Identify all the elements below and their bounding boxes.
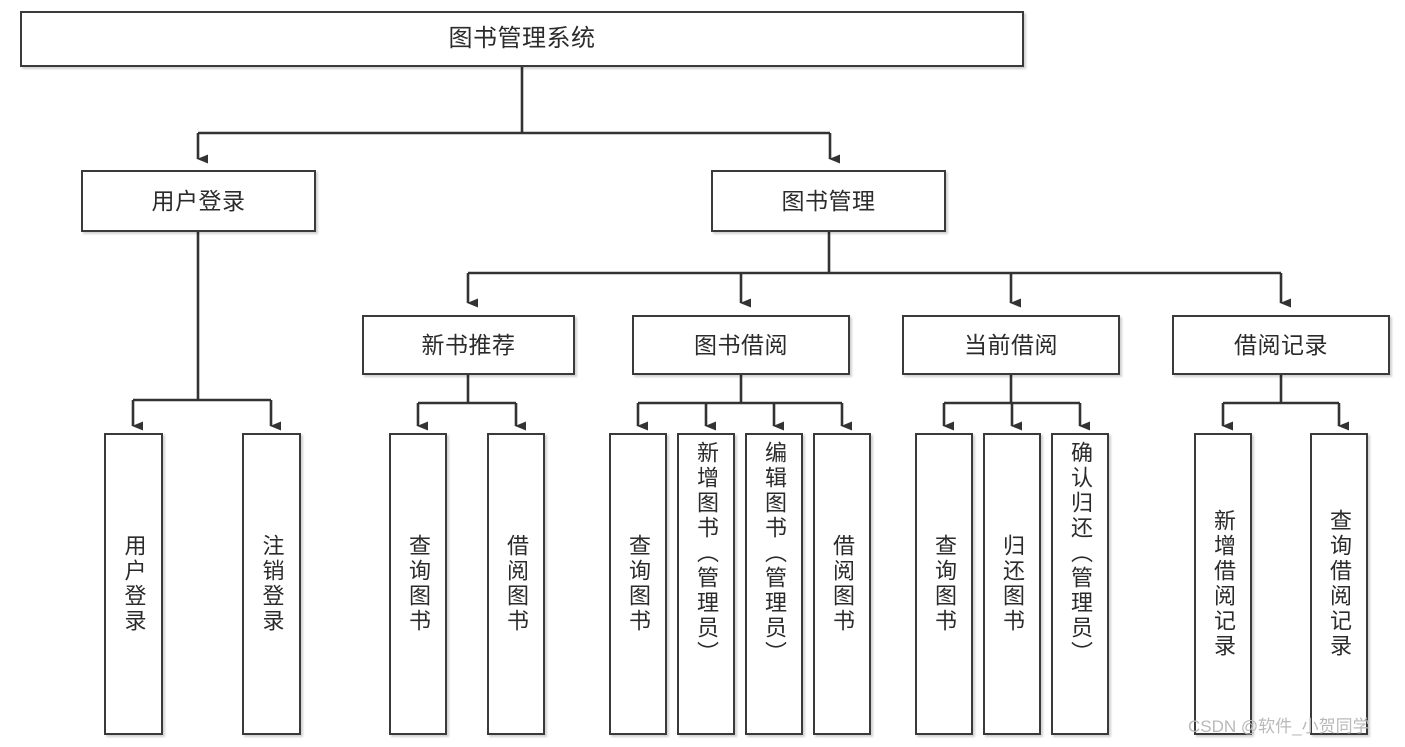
csdn-watermark: CSDN @软件_小贺同学 bbox=[1188, 717, 1370, 736]
node-label: 查询借阅记录 bbox=[1326, 509, 1352, 659]
node-leaf-query-borrow-record[interactable]: 查询借阅记录 bbox=[1310, 433, 1368, 735]
node-new-book-recommend[interactable]: 新书推荐 bbox=[362, 315, 575, 375]
node-leaf-borrow-book-recommend[interactable]: 借阅图书 bbox=[487, 433, 545, 735]
node-label: 新增图书（管理员） bbox=[693, 441, 719, 666]
node-leaf-user-login[interactable]: 用户登录 bbox=[104, 433, 163, 735]
node-leaf-edit-book-admin[interactable]: 编辑图书（管理员） bbox=[745, 433, 803, 735]
node-root-book-management-system[interactable]: 图书管理系统 bbox=[20, 11, 1024, 67]
node-label: 注销登录 bbox=[259, 534, 285, 634]
node-book-borrow[interactable]: 图书借阅 bbox=[632, 315, 850, 375]
node-label: 图书管理系统 bbox=[448, 25, 596, 52]
node-label: 编辑图书（管理员） bbox=[761, 441, 787, 666]
node-leaf-logout-login[interactable]: 注销登录 bbox=[242, 433, 301, 735]
node-label: 用户登录 bbox=[121, 534, 147, 634]
node-label: 图书管理 bbox=[781, 187, 876, 214]
node-label: 用户登录 bbox=[151, 187, 246, 214]
node-label: 查询图书 bbox=[625, 534, 651, 634]
node-label: 查询图书 bbox=[405, 534, 431, 634]
node-leaf-query-book-borrow[interactable]: 查询图书 bbox=[609, 433, 667, 735]
node-leaf-return-book[interactable]: 归还图书 bbox=[983, 433, 1041, 735]
node-label: 借阅图书 bbox=[829, 534, 855, 634]
node-label: 当前借阅 bbox=[964, 331, 1058, 358]
node-label: 借阅图书 bbox=[503, 534, 529, 634]
node-book-management[interactable]: 图书管理 bbox=[711, 170, 946, 232]
node-borrow-record[interactable]: 借阅记录 bbox=[1172, 315, 1390, 375]
node-label: 图书借阅 bbox=[694, 331, 788, 358]
node-leaf-confirm-return-admin[interactable]: 确认归还（管理员） bbox=[1051, 433, 1109, 735]
node-label: 归还图书 bbox=[999, 534, 1025, 634]
node-leaf-add-book-admin[interactable]: 新增图书（管理员） bbox=[677, 433, 735, 735]
node-label: 确认归还（管理员） bbox=[1067, 441, 1093, 666]
node-leaf-add-borrow-record[interactable]: 新增借阅记录 bbox=[1194, 433, 1252, 735]
node-label: 新书推荐 bbox=[421, 331, 516, 358]
node-leaf-borrow-book-borrow[interactable]: 借阅图书 bbox=[813, 433, 871, 735]
node-leaf-query-book-current[interactable]: 查询图书 bbox=[915, 433, 973, 735]
node-label: 借阅记录 bbox=[1234, 331, 1328, 358]
node-label: 查询图书 bbox=[931, 534, 957, 634]
node-user-login[interactable]: 用户登录 bbox=[81, 170, 316, 232]
node-label: 新增借阅记录 bbox=[1210, 509, 1236, 659]
node-leaf-query-book-recommend[interactable]: 查询图书 bbox=[389, 433, 447, 735]
node-current-borrow[interactable]: 当前借阅 bbox=[902, 315, 1120, 375]
